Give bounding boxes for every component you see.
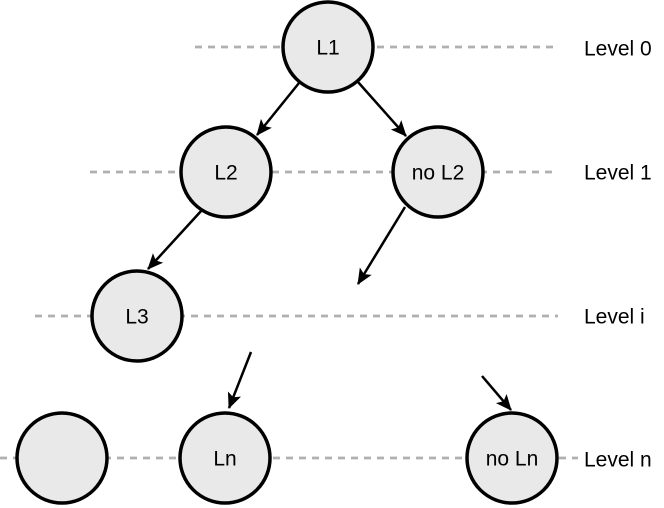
node-no-ln: no Ln [465, 411, 559, 505]
node-no-l2-label: no L2 [412, 161, 465, 184]
level-labels: Level 0 Level 1 Level i Level n [584, 37, 652, 471]
edge-continuation-to-ln [227, 351, 253, 409]
level-n-label: Level n [584, 448, 652, 471]
node-no-ln-label: no Ln [486, 447, 539, 470]
node-l2-circle [179, 125, 273, 219]
node-ln-label: Ln [213, 447, 236, 470]
level-guide-lines [0, 45, 578, 460]
node-l3: L3 [90, 269, 184, 363]
tree-nodes: L1 L2 no L2 L3 Ln [15, 0, 559, 505]
node-unlabeled-circle [15, 411, 109, 505]
node-l3-circle [90, 269, 184, 363]
edge-l1-to-no-l2 [357, 81, 407, 137]
node-no-ln-circle [465, 411, 559, 505]
node-l3-label: L3 [125, 305, 148, 328]
node-no-l2: no L2 [391, 125, 485, 219]
node-ln: Ln [178, 411, 272, 505]
level-i-label: Level i [584, 305, 645, 328]
node-l1-circle [281, 0, 375, 94]
node-ln-circle [178, 411, 272, 505]
node-l1: L1 [281, 0, 375, 94]
node-l2-label: L2 [214, 161, 237, 184]
node-l1-label: L1 [316, 36, 339, 59]
edge-continuation-to-no-ln [481, 375, 512, 411]
node-l2: L2 [179, 125, 273, 219]
edge-no-l2-continuation [356, 206, 407, 285]
edge-l2-to-l3 [147, 209, 203, 270]
tree-edges [147, 81, 512, 411]
edge-l1-to-l2 [256, 82, 300, 136]
level-0-label: Level 0 [584, 37, 652, 60]
node-no-l2-circle [391, 125, 485, 219]
node-unlabeled [15, 411, 109, 505]
level-1-label: Level 1 [584, 161, 652, 184]
